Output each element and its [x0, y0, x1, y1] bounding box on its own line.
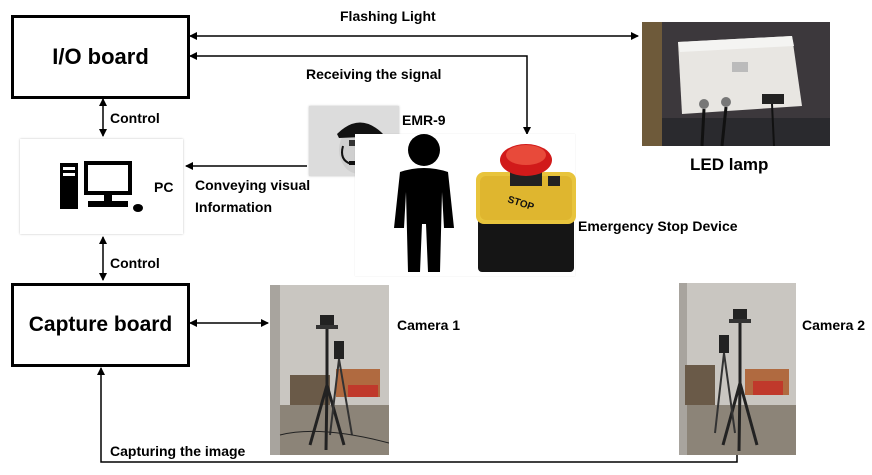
desktop-computer-icon: [60, 161, 143, 212]
flashing-light-label: Flashing Light: [340, 8, 436, 24]
camera2-label: Camera 2: [802, 317, 866, 333]
pc-panel: PC: [20, 139, 183, 234]
camera1-label: Camera 1: [397, 317, 461, 333]
capture-board-box: Capture board: [11, 283, 190, 367]
emr9-label: EMR-9: [402, 112, 446, 128]
led-lamp-label: LED lamp: [690, 155, 769, 174]
led-lamp-icon: [642, 22, 830, 146]
capture-board-label: Capture board: [28, 313, 173, 336]
control-top-label: Control: [110, 110, 160, 126]
emergency-stop-label: Emergency Stop Device: [578, 218, 738, 234]
emergency-stop-button-icon: STOP: [476, 144, 576, 272]
capturing-label: Capturing the image: [110, 443, 246, 459]
io-board-label: I/O board: [52, 44, 149, 69]
conveying-line1-label: Conveying visual: [195, 177, 311, 193]
camera-tripod-icon: [270, 285, 389, 455]
camera2-photo: [679, 283, 796, 455]
pc-label: PC: [154, 179, 174, 195]
camera1-photo: [270, 285, 389, 455]
io-board-box: I/O board: [11, 15, 190, 99]
receiving-signal-label: Receiving the signal: [306, 66, 442, 82]
camera-tripod-icon: [679, 283, 796, 455]
io-to-stop-arrow: [189, 52, 531, 135]
control-bottom-label: Control: [110, 255, 160, 271]
person-icon: [394, 134, 454, 272]
conveying-line2-label: Information: [195, 199, 272, 215]
led-lamp-photo: [642, 22, 830, 146]
